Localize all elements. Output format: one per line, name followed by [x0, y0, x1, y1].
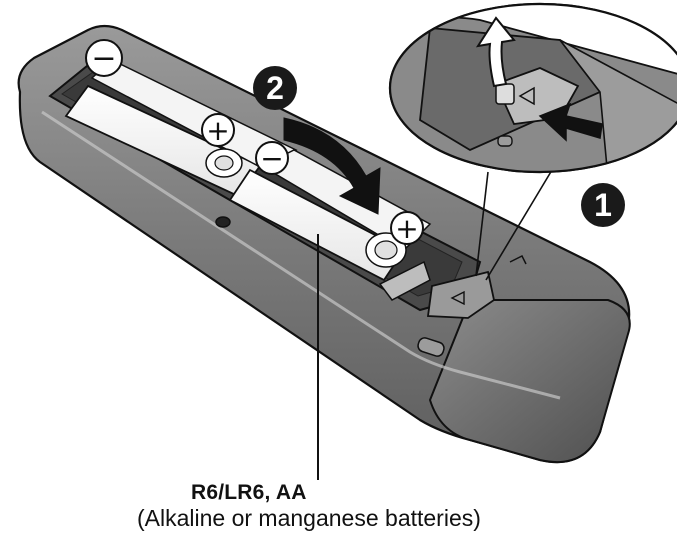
zoom-callout-lines [475, 169, 553, 281]
push-arrow-icon [538, 102, 603, 142]
step-1-badge: 1 [581, 183, 625, 227]
polarity-positive-mid: + [201, 113, 235, 147]
battery-type-label: R6/LR6, AA [191, 481, 307, 504]
polarity-negative-top: − [85, 39, 123, 77]
lift-arrow-icon [475, 16, 516, 88]
positive-sign-label: + [395, 212, 418, 245]
positive-sign-label: + [206, 114, 229, 147]
step-2-badge: 2 [253, 66, 297, 110]
step-1-label: 1 [594, 187, 612, 223]
insert-arrow-icon [283, 117, 381, 215]
polarity-positive-right: + [390, 211, 424, 245]
battery-description: (Alkaline or manganese batteries) [137, 505, 481, 531]
step-2-label: 2 [266, 70, 284, 106]
latch-zoom-detail [388, 2, 677, 174]
polarity-negative-mid: − [255, 141, 289, 175]
negative-sign-label: − [91, 41, 116, 76]
negative-sign-label: − [260, 142, 283, 175]
battery-upper [228, 149, 432, 301]
